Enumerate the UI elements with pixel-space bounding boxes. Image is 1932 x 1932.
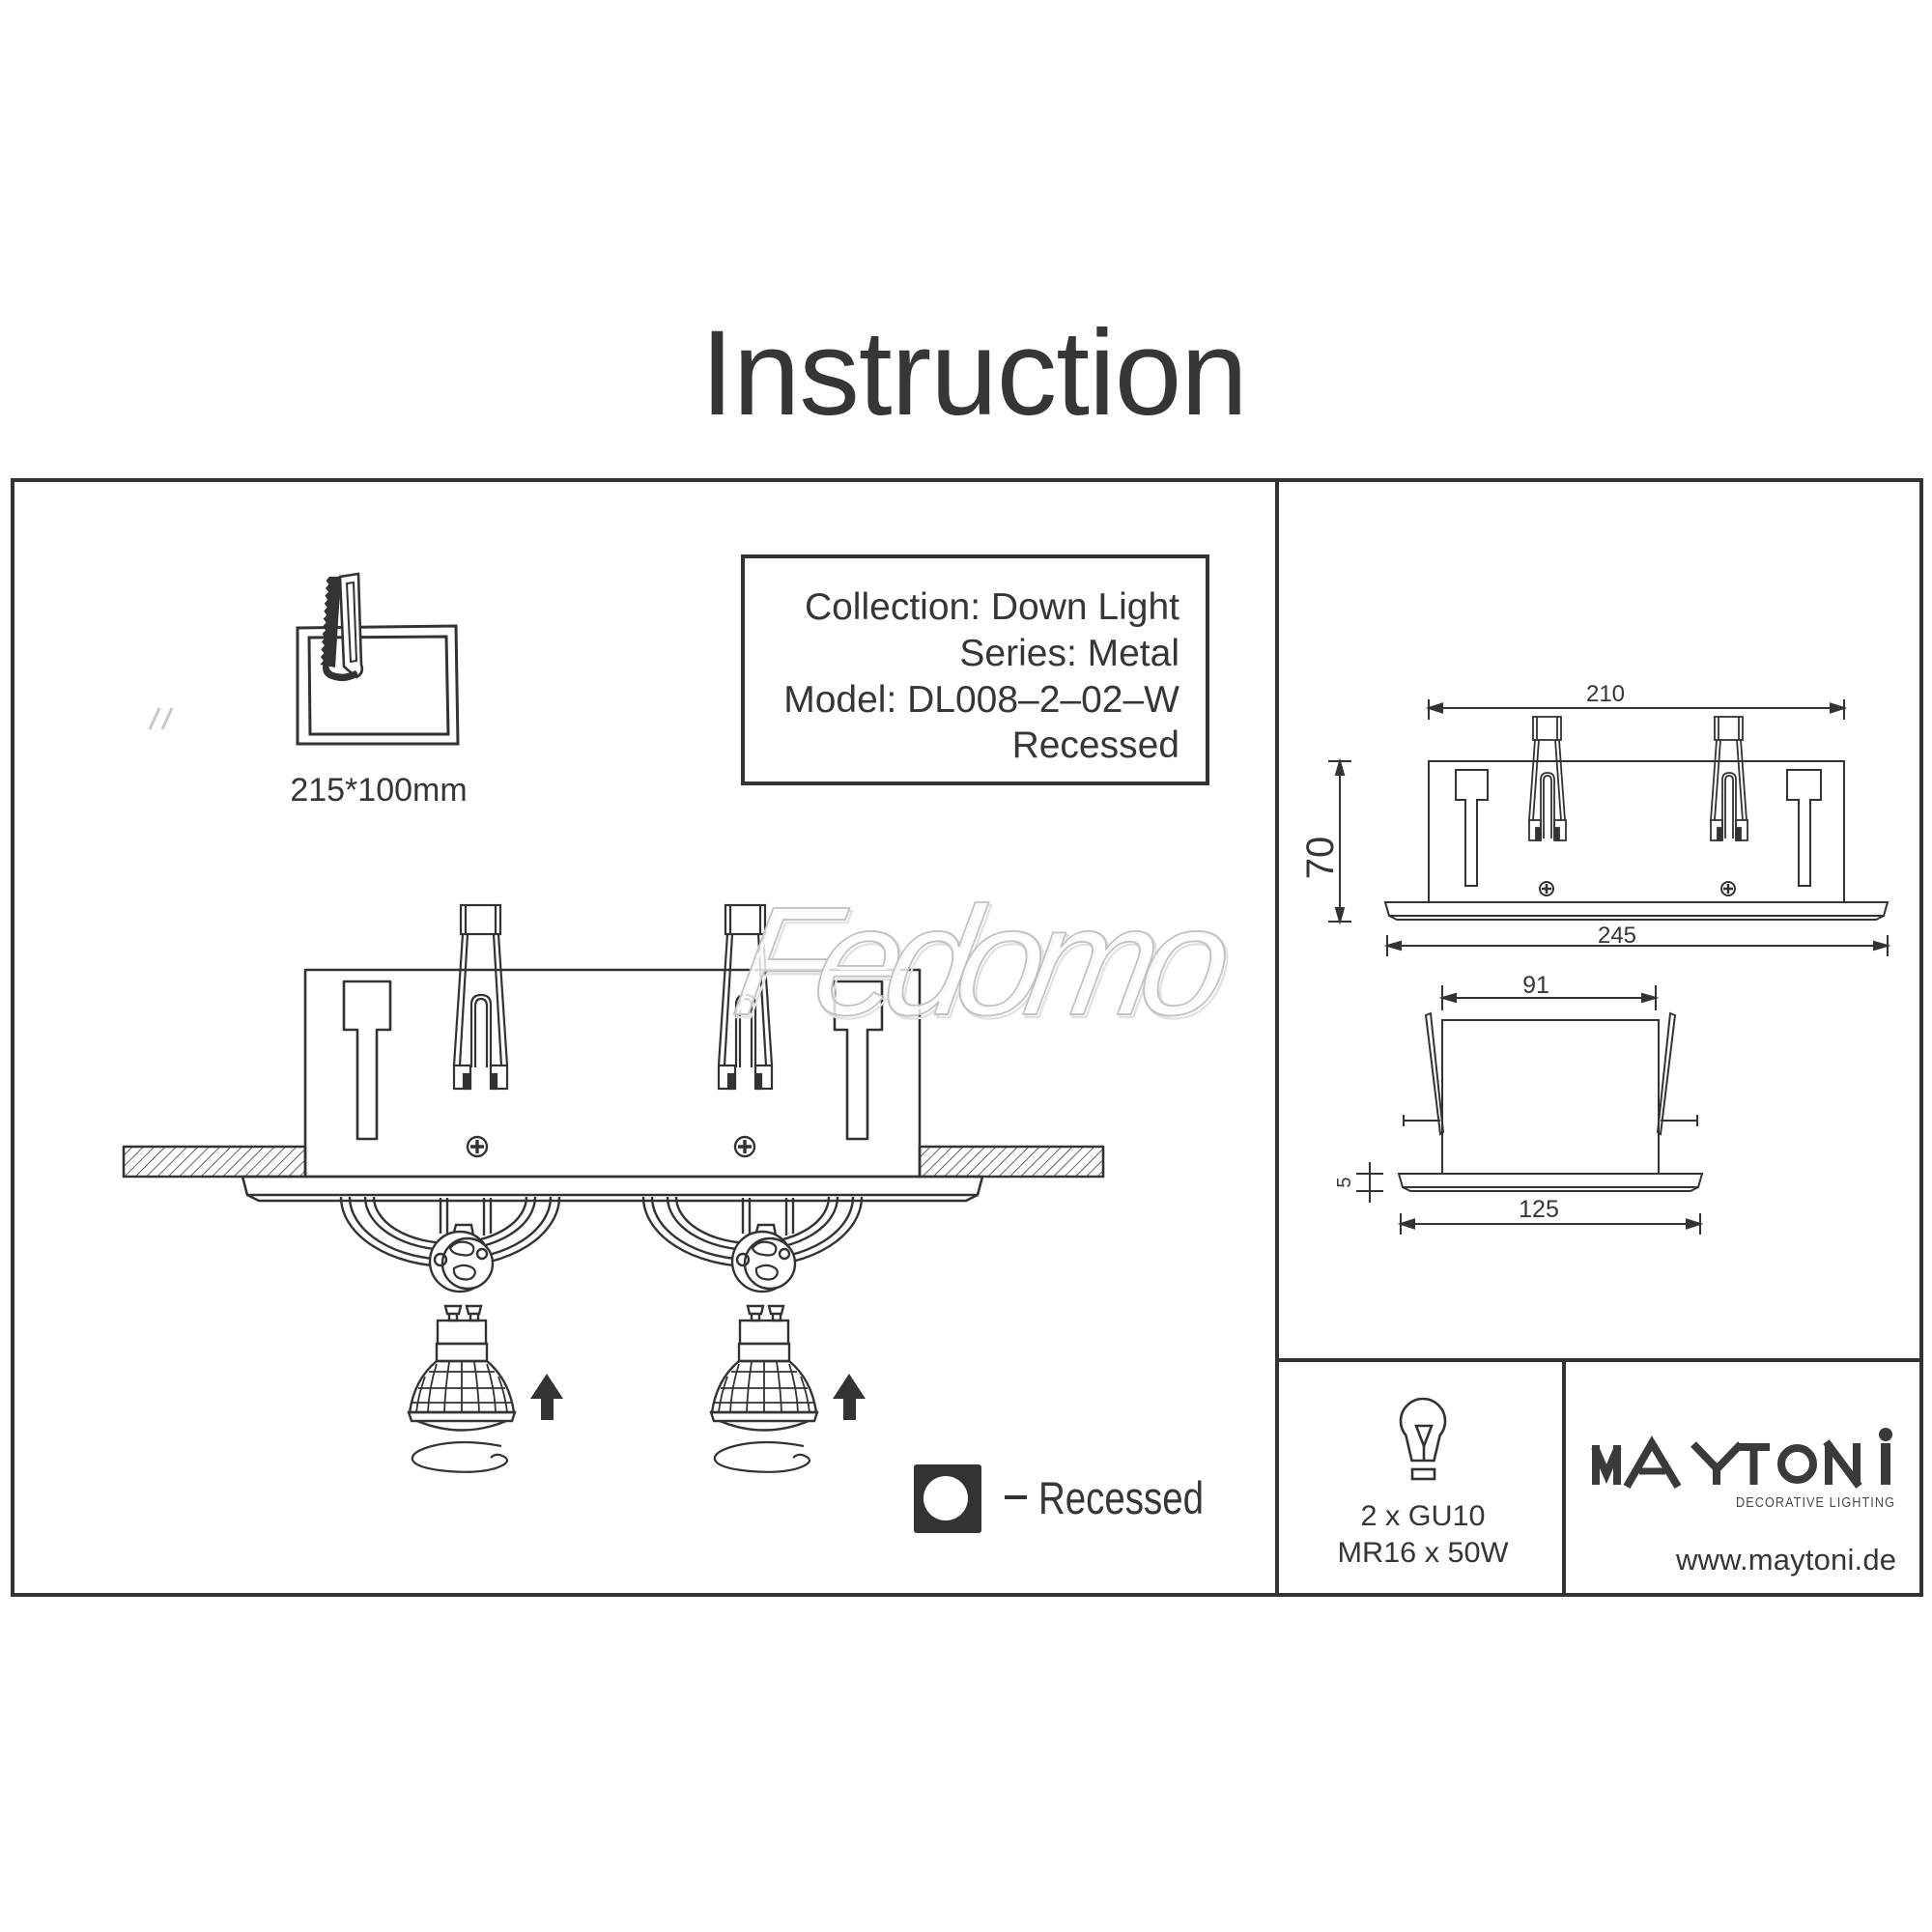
svg-text:Recessed: Recessed [1012, 724, 1179, 766]
svg-text:91: 91 [1522, 972, 1549, 999]
svg-text:70: 70 [1299, 837, 1342, 880]
svg-text:125: 125 [1519, 1196, 1559, 1223]
svg-text:245: 245 [1598, 923, 1636, 949]
svg-text:www.maytoni.de: www.maytoni.de [1675, 1543, 1896, 1577]
svg-text:Model: DL008–2–02–W: Model: DL008–2–02–W [783, 679, 1179, 721]
svg-text:215*100mm: 215*100mm [290, 772, 467, 809]
svg-text:2 x GU10: 2 x GU10 [1361, 1500, 1486, 1532]
svg-text:Recessed: Recessed [1038, 1472, 1204, 1523]
svg-text:MR16 x 50W: MR16 x 50W [1338, 1537, 1510, 1569]
svg-text:Series: Metal: Series: Metal [959, 633, 1179, 674]
svg-text:Collection: Down Light: Collection: Down Light [805, 586, 1179, 628]
svg-text:Fedomo: Fedomo [724, 875, 1244, 1048]
svg-text:DECORATIVE LIGHTING: DECORATIVE LIGHTING [1736, 1495, 1895, 1511]
svg-text:Fedomo: Fedomo [725, 878, 1246, 1051]
svg-text:Instruction: Instruction [700, 306, 1247, 440]
svg-text:210: 210 [1586, 681, 1625, 707]
svg-text:5: 5 [1334, 1177, 1355, 1187]
